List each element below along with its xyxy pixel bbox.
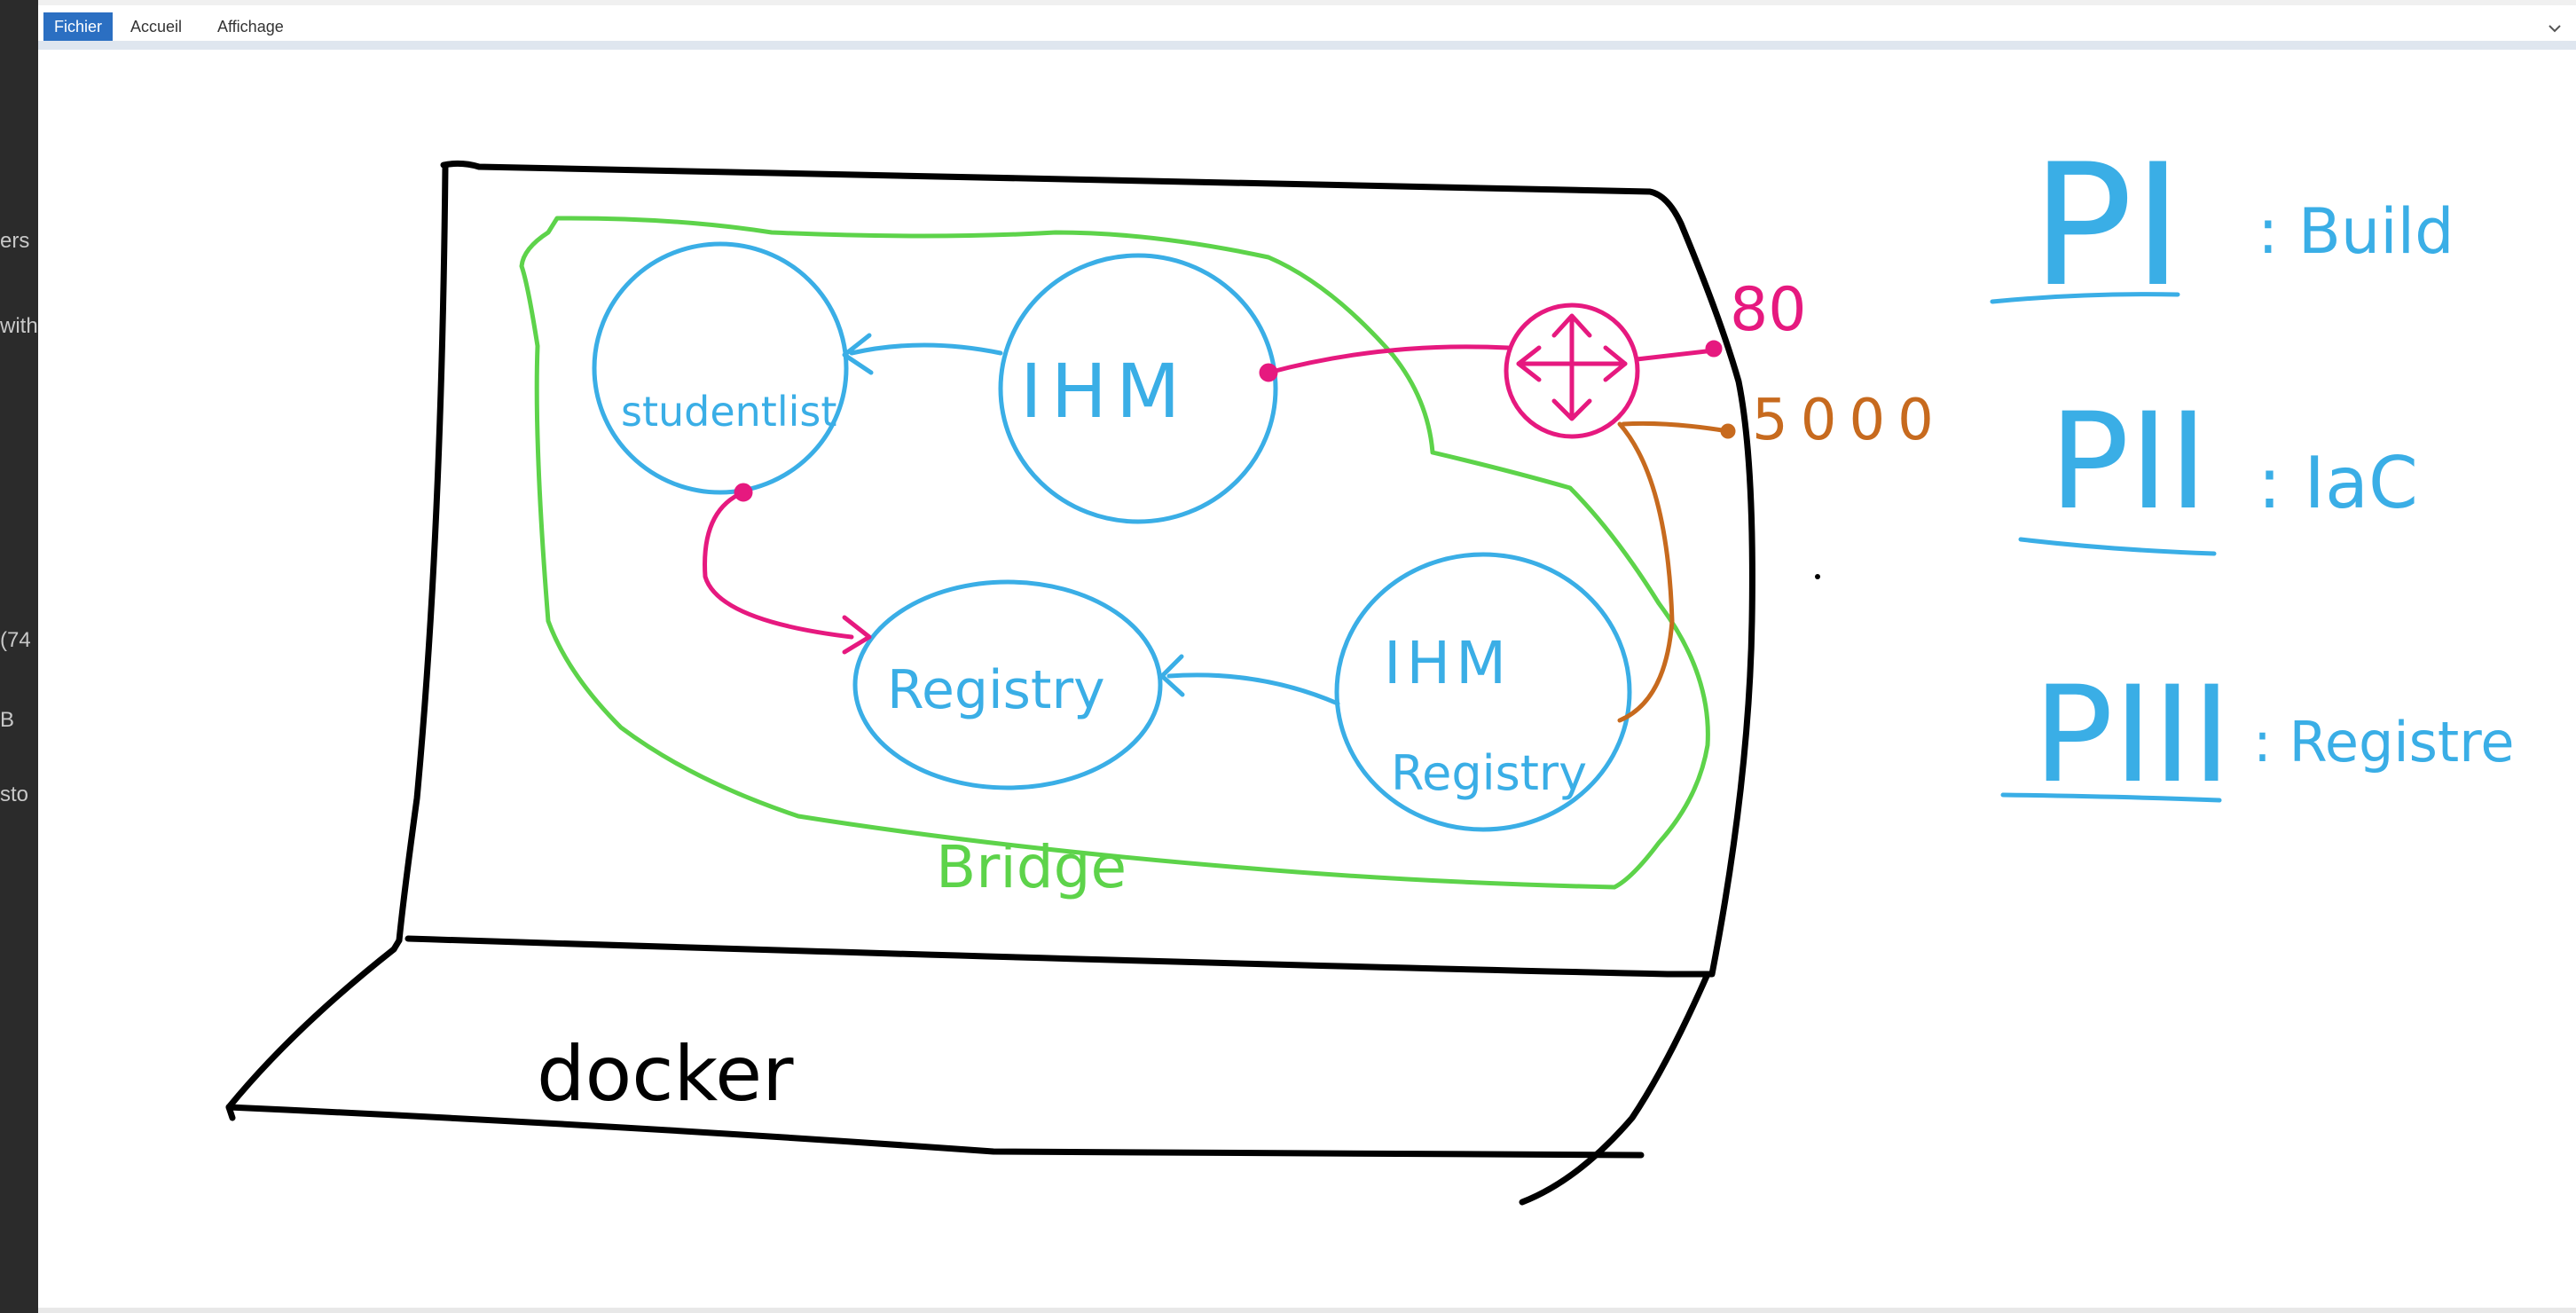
horizontal-scrollbar[interactable] xyxy=(38,1308,2576,1313)
port-mapping-router xyxy=(703,303,1723,655)
studentlist-container xyxy=(592,241,849,495)
legend-numeral-2: PII xyxy=(2049,385,2208,539)
registry-label: Registry xyxy=(887,659,1105,721)
ihm-registry-container xyxy=(1334,552,1632,832)
studentlist-to-registry-link xyxy=(703,490,854,640)
paint-window: Fichier Accueil Affichage xyxy=(38,0,2576,1313)
docker-host-box xyxy=(225,160,1755,1206)
ribbon-divider xyxy=(38,41,2576,50)
port-5000-label: 5000 xyxy=(1752,388,1946,453)
tab-accueil[interactable]: Accueil xyxy=(130,18,183,35)
background-text-fragment: with xyxy=(0,314,38,338)
ihm-label: IHM xyxy=(1020,348,1189,435)
tab-fichier[interactable]: Fichier xyxy=(43,12,113,41)
router-icon xyxy=(1504,303,1640,439)
ihm-to-studentlist-arrow xyxy=(849,342,1003,356)
background-text-fragment: B xyxy=(0,708,15,732)
drawing-canvas[interactable]: studentlist IHM Registry IHM Registry Br… xyxy=(38,50,2576,1309)
tab-affichage[interactable]: Affichage xyxy=(217,18,284,35)
background-text-fragment: sto xyxy=(0,782,29,806)
legend: PI : Build PII : IaC PIII : Registre xyxy=(1990,128,2515,813)
studentlist-label: studentlist xyxy=(621,388,836,436)
ihm-registry-title: IHM xyxy=(1384,629,1512,697)
ihm-container xyxy=(998,253,1278,524)
router-to-ihm-link xyxy=(1266,344,1511,375)
router-to-port-80-link xyxy=(1634,348,1716,362)
whiteboard-drawing: studentlist IHM Registry IHM Registry Br… xyxy=(225,128,2515,1206)
docker-label: docker xyxy=(537,1030,794,1119)
legend-numeral-3: PIII xyxy=(2033,658,2231,813)
ihm-registry-to-registry-arrow xyxy=(1166,672,1340,706)
chevron-down-icon[interactable] xyxy=(2546,20,2564,37)
registry-container xyxy=(852,579,1163,790)
bridge-network-outline xyxy=(519,216,1710,890)
ribbon-tabs: Fichier Accueil Affichage xyxy=(38,5,2576,41)
background-window-strip: ers with (74 B sto xyxy=(0,0,38,1313)
legend-numeral-1: PI xyxy=(2031,128,2183,324)
legend-text-1: : Build xyxy=(2258,195,2454,268)
background-text-fragment: (74 xyxy=(0,628,31,652)
stray-dot xyxy=(1815,574,1820,579)
legend-text-3: : Registre xyxy=(2253,710,2515,774)
bridge-label: Bridge xyxy=(936,833,1127,901)
port-80-label: 80 xyxy=(1730,275,1807,345)
title-bar xyxy=(38,0,2576,5)
container-circles xyxy=(592,241,1632,832)
legend-text-2: : IaC xyxy=(2258,442,2418,524)
background-text-fragment: ers xyxy=(0,229,30,253)
port-5000-link xyxy=(1617,421,1736,723)
ihm-registry-subtitle: Registry xyxy=(1391,745,1587,801)
